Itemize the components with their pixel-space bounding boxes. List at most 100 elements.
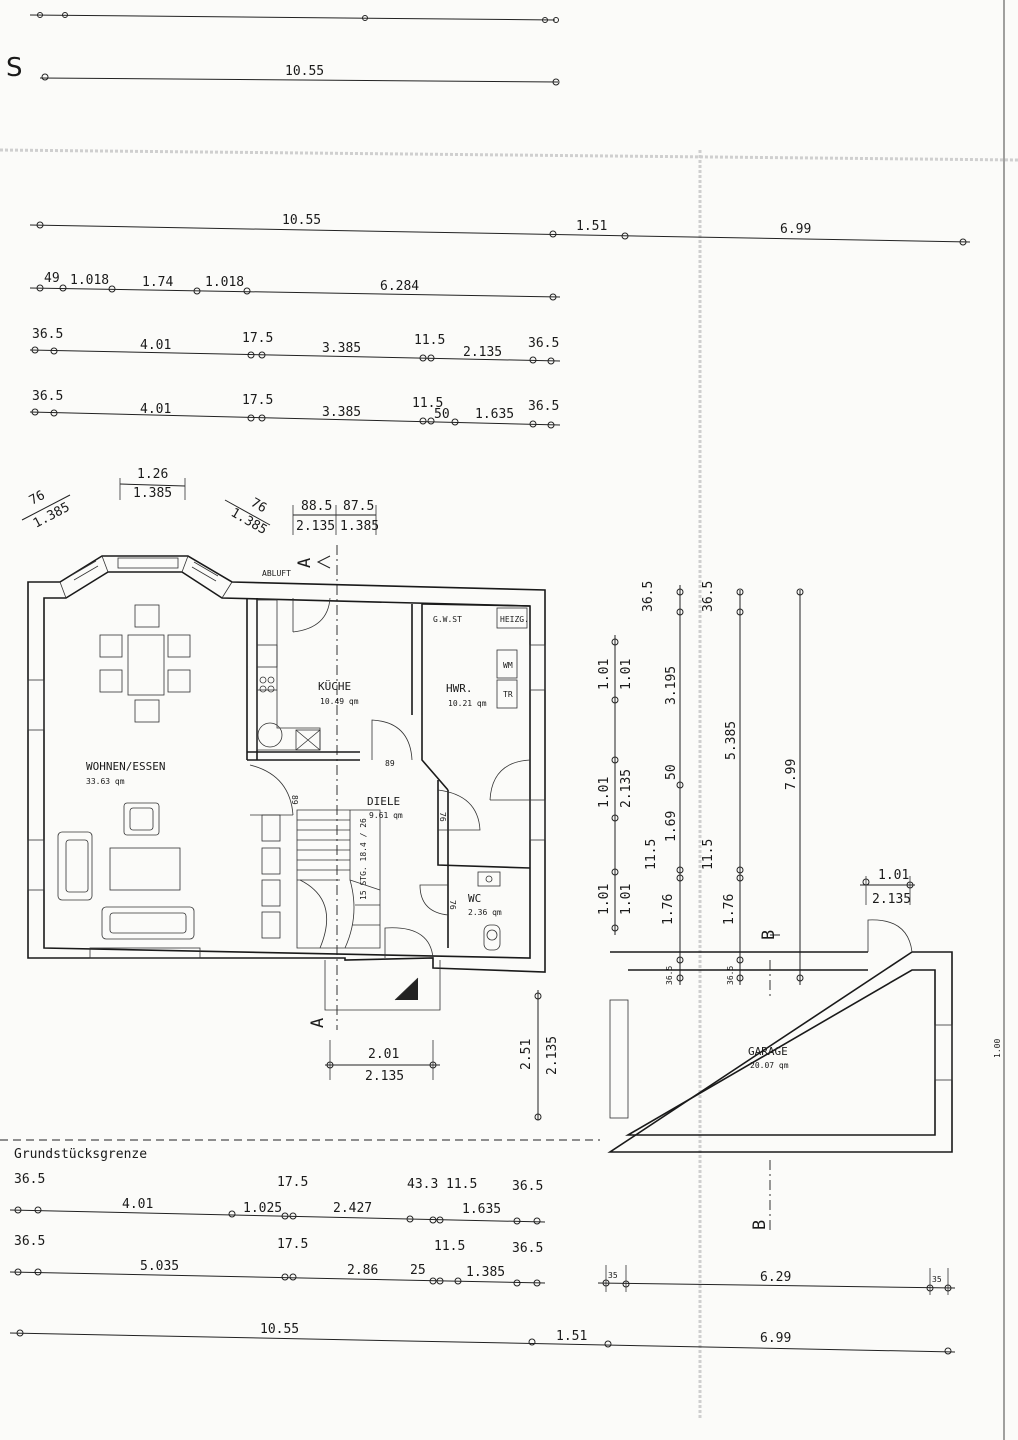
dim-label: 17.5 <box>277 1237 308 1252</box>
dim-label: 76 <box>448 900 457 910</box>
dim-label: 3.195 <box>664 666 679 705</box>
dim-label: 3.385 <box>322 341 361 356</box>
dim-label: 1.385 <box>340 519 379 534</box>
dim-label: 1.635 <box>475 407 514 422</box>
dim-label: 7.99 <box>784 759 799 790</box>
dim-label: 36.5 <box>32 327 63 342</box>
dim-label: 36.5 <box>701 581 716 612</box>
dim-label: 36.5 <box>32 389 63 404</box>
dim-label: 35 <box>932 1275 942 1284</box>
dim-bottom-1: 36.5 4.01 17.5 1.025 2.427 43.3 11.5 1.6… <box>9 1172 546 1225</box>
dim-label: 1.018 <box>205 275 244 290</box>
dim-label: 11.5 <box>412 396 443 411</box>
dim-row-top: 10.55 <box>39 64 560 86</box>
dim-label: 1.01 <box>597 659 612 690</box>
room-name-kueche: KÜCHE <box>318 680 351 693</box>
dim-label: 17.5 <box>242 393 273 408</box>
dim-label: 36.5 <box>14 1234 45 1249</box>
dim-label: 1.018 <box>70 273 109 288</box>
room-name-hwr: HWR. <box>446 682 473 695</box>
dim-row-2: 49 1.018 1.74 1.018 6.284 <box>29 271 561 301</box>
dim-label: 76 <box>438 812 447 822</box>
dim-label: 1.74 <box>142 275 173 290</box>
dim-label: 1.76 <box>661 894 676 925</box>
section-label-b-top: B <box>759 930 779 940</box>
dim-label: 89 <box>385 759 395 768</box>
property-boundary: Grundstücksgrenze <box>0 1139 600 1162</box>
dim-label: 1.385 <box>133 486 172 501</box>
dim-label: 76 <box>248 495 269 516</box>
dim-label: 4.01 <box>122 1197 153 1212</box>
label-heizg: HEIZG. <box>500 615 529 624</box>
dim-label: 2.135 <box>872 892 911 907</box>
dim-label: 36.5 <box>512 1241 543 1256</box>
dim-label: 17.5 <box>277 1175 308 1190</box>
dim-label: 1.01 <box>619 884 634 915</box>
dim-garage-door: 1.01 2.135 <box>860 868 915 907</box>
dim-entry: 2.01 2.135 2.51 2.135 <box>325 990 560 1121</box>
room-area-wc: 2.36 qm <box>468 908 502 917</box>
dim-label: 1.385 <box>466 1265 505 1280</box>
dim-row-4: 36.5 4.01 17.5 3.385 11.5 50 1.635 36.5 <box>29 389 561 429</box>
dim-label: 36.5 <box>528 336 559 351</box>
dim-label: 36.5 <box>641 581 656 612</box>
dim-label: 1.26 <box>137 467 168 482</box>
boundary-label: Grundstücksgrenze <box>14 1147 147 1162</box>
room-area-hwr: 10.21 qm <box>448 699 487 708</box>
dim-label: 76 <box>27 488 48 509</box>
dim-label: 49 <box>44 271 60 286</box>
room-area-diele: 9.61 qm <box>369 811 403 820</box>
dim-right-vertical: 36.5 36.5 1.01 1.01 3.195 5.385 7.99 1.0… <box>597 581 804 985</box>
garage-walls: GARAGE 20.07 qm <box>607 919 953 1153</box>
dim-label: 2.427 <box>333 1201 372 1216</box>
dim-bottom-2: 36.5 5.035 17.5 2.86 25 11.5 1.385 36.5 <box>9 1234 546 1287</box>
room-name-diele: DIELE <box>367 795 400 808</box>
dim-label: 1.01 <box>619 659 634 690</box>
label-gwst: G.W.ST <box>433 615 462 624</box>
dim-label: 1.76 <box>722 894 737 925</box>
dim-label: 4.01 <box>140 338 171 353</box>
dim-label: 17.5 <box>242 331 273 346</box>
dim-label: 11.5 <box>434 1239 465 1254</box>
dim-label: 2.135 <box>296 519 335 534</box>
room-name-wohnen: WOHNEN/ESSEN <box>86 760 165 773</box>
sheet-edge-letter: S <box>6 53 23 83</box>
dim-label: 1.51 <box>556 1329 587 1344</box>
label-stair: 15 STG. 18.4 / 26 <box>359 818 368 900</box>
dim-label: 6.284 <box>380 279 419 294</box>
dim-label: 11.5 <box>644 839 659 870</box>
dim-garage-row: 35 6.29 35 <box>597 1265 956 1295</box>
dim-label: 2.01 <box>368 1047 399 1062</box>
dim-label: 1.01 <box>597 884 612 915</box>
dim-row-1: 10.55 1.51 6.99 <box>29 213 971 246</box>
dim-label: 2.51 <box>519 1039 534 1070</box>
dim-edge-cut: 1.00 <box>993 1039 1002 1058</box>
dim-label: 50 <box>434 407 450 422</box>
room-area-garage: 20.07 qm <box>750 1061 789 1070</box>
section-line-b: B B <box>750 930 780 1230</box>
dim-label: 1.025 <box>243 1201 282 1216</box>
room-area-wohnen: 33.63 qm <box>86 777 125 786</box>
room-area-kueche: 10.49 qm <box>320 697 359 706</box>
dim-label: 11.5 <box>446 1177 477 1192</box>
dim-label: 36.5 <box>512 1179 543 1194</box>
dim-label: 1.51 <box>576 219 607 234</box>
dim-label: 2.86 <box>347 1263 378 1278</box>
label-wm: WM <box>503 661 513 670</box>
dim-bay-windows: 1.26 1.385 76 1.385 76 1.385 88.5 87.5 2… <box>21 467 379 538</box>
dim-label: 50 <box>664 764 679 780</box>
section-label-a-bottom: A <box>308 1018 328 1028</box>
dim-label: 36.5 <box>665 966 674 985</box>
dim-label: 1.01 <box>878 868 909 883</box>
dim-label: 6.29 <box>760 1270 791 1285</box>
dim-label: 87.5 <box>343 499 374 514</box>
house-walls <box>27 555 546 973</box>
room-name-wc: WC <box>468 892 481 905</box>
section-line-a: A A <box>295 545 338 1030</box>
dim-label: 89 <box>290 795 299 805</box>
dim-row-3: 36.5 4.01 17.5 3.385 11.5 2.135 36.5 <box>29 327 561 365</box>
dim-label: 10.55 <box>285 64 324 79</box>
dim-label: 2.135 <box>365 1069 404 1084</box>
